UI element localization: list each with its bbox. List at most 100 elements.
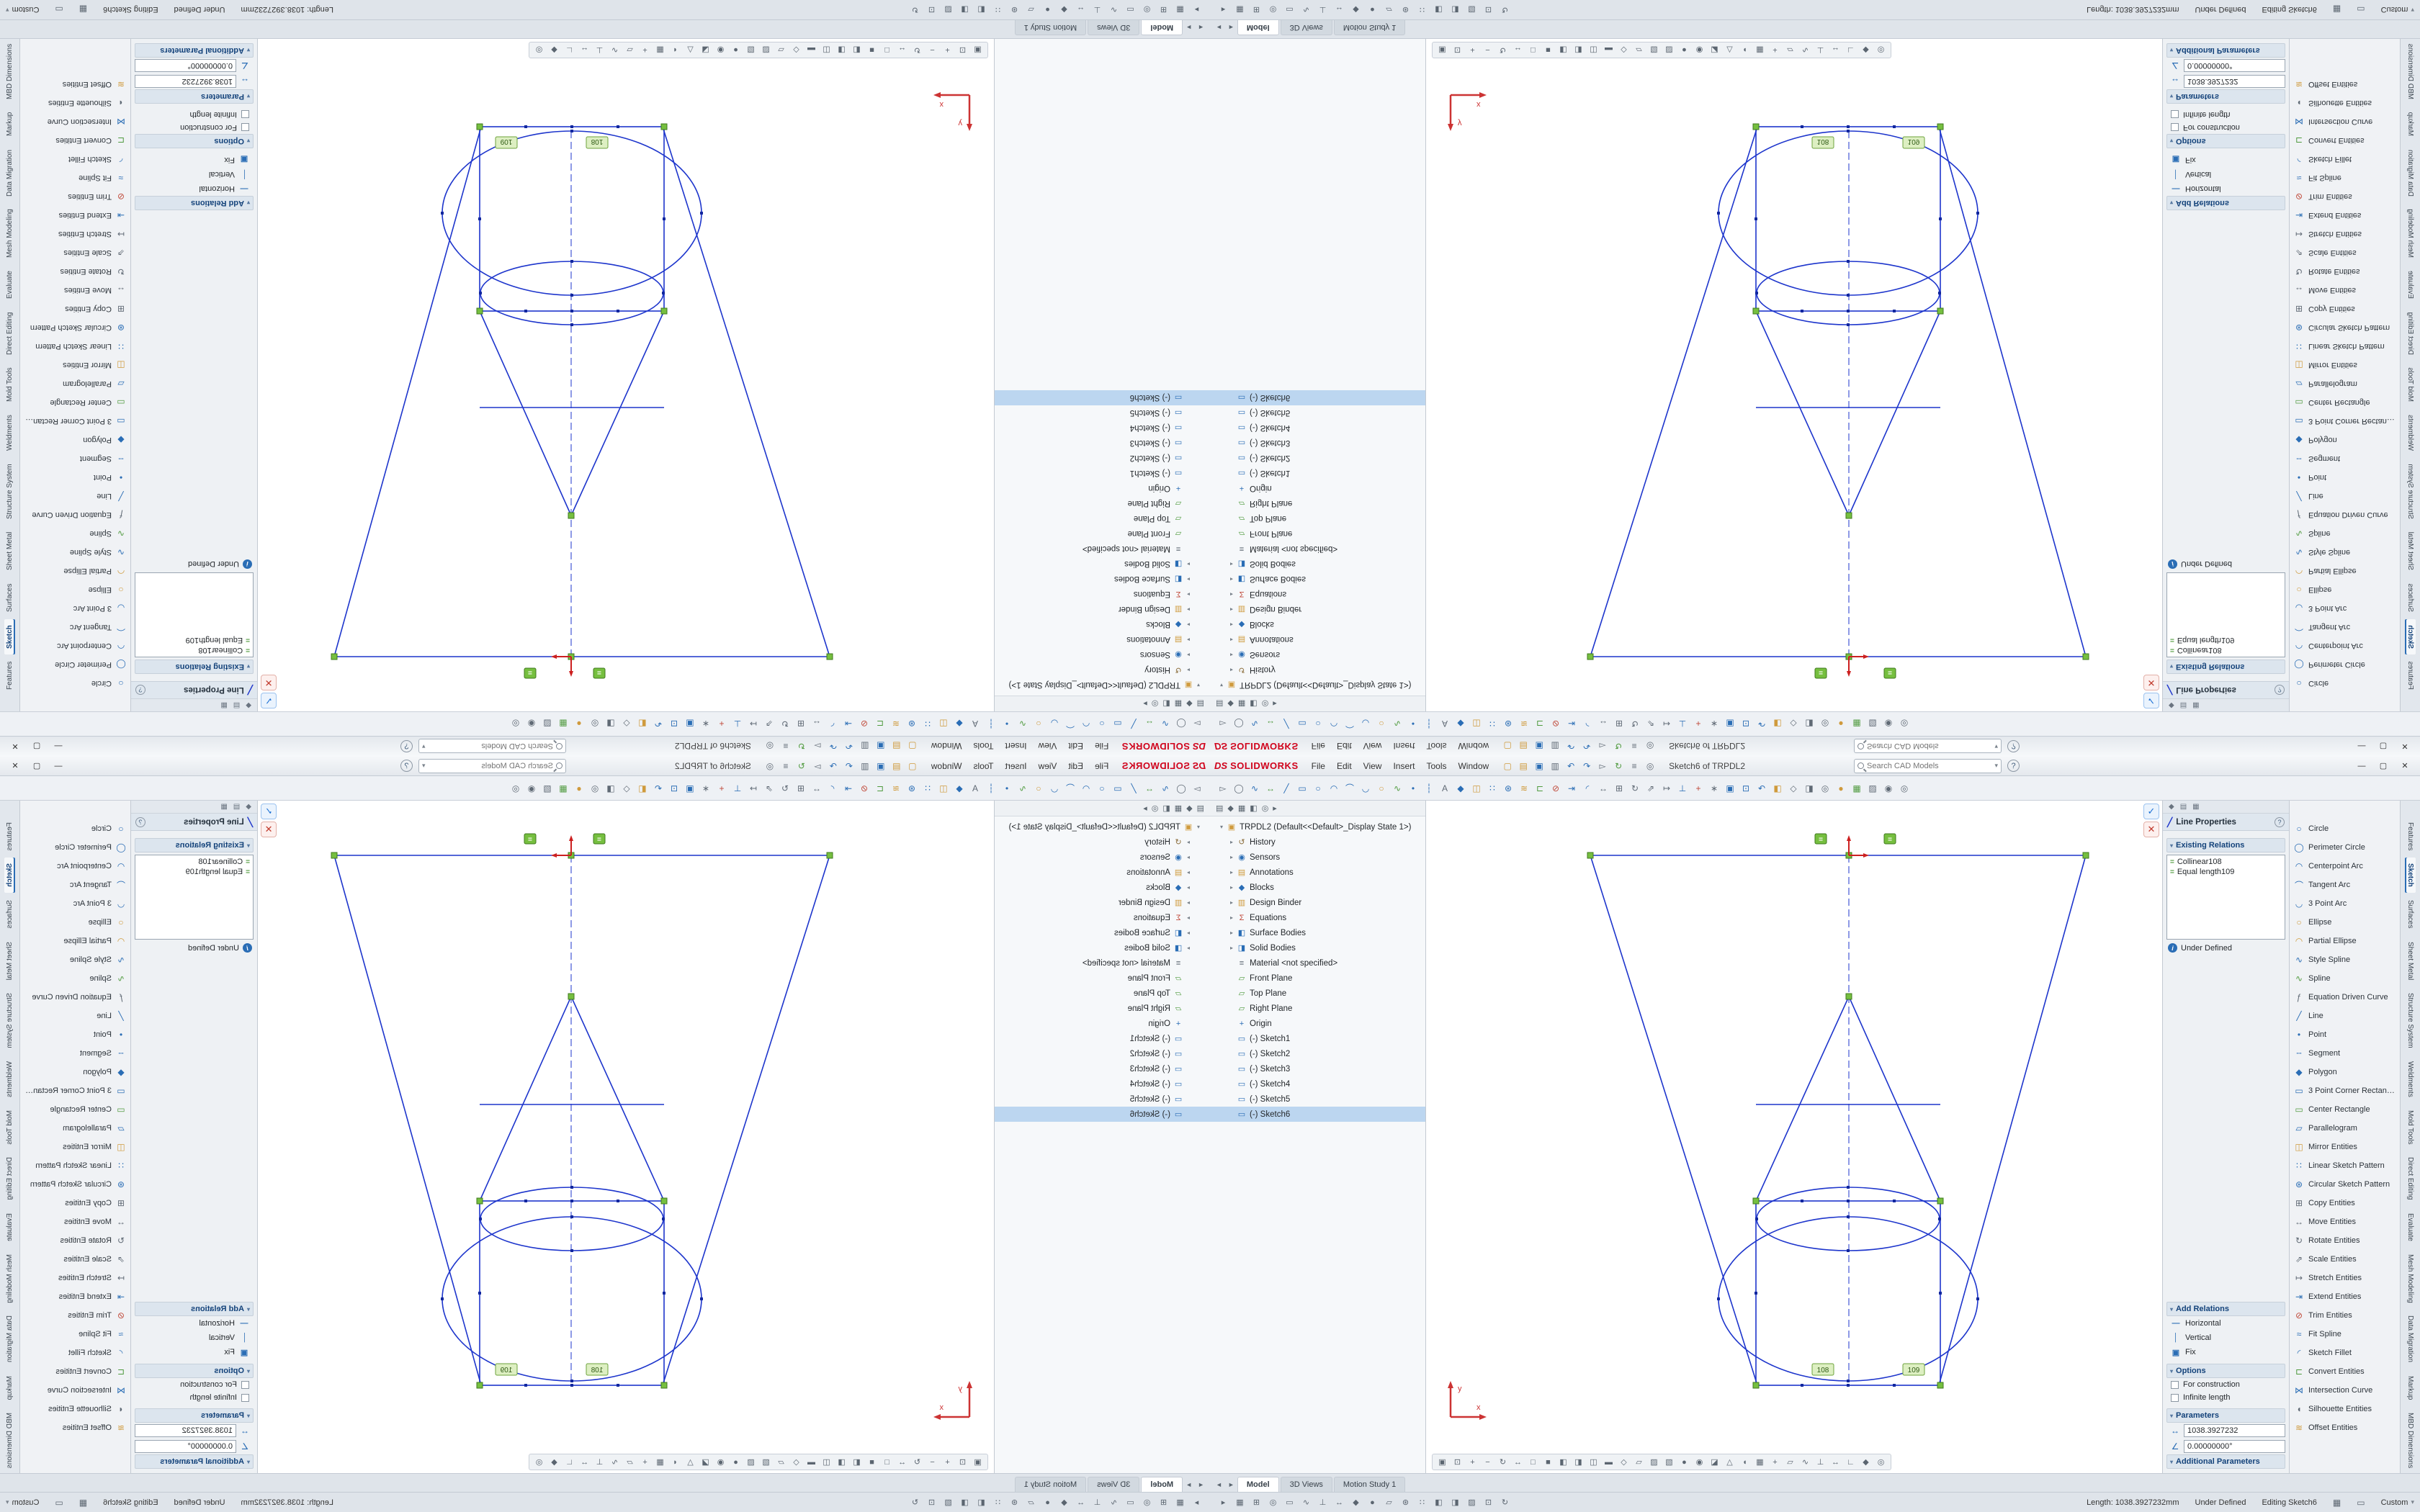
centerpoint-arc-icon[interactable]: ◠ bbox=[1330, 783, 1338, 793]
featuremanager-tab-icon[interactable]: ▤ bbox=[1196, 804, 1204, 813]
option-row[interactable]: Infinite length bbox=[2166, 1391, 2285, 1404]
expander-icon[interactable]: ▾ bbox=[1197, 824, 1201, 830]
pm-tab-icon[interactable]: ▦ bbox=[220, 803, 228, 811]
isometric-view-icon[interactable]: ◇ bbox=[793, 45, 799, 54]
feature-tree-item[interactable]: + Origin bbox=[1210, 1016, 1425, 1031]
mass-properties-icon[interactable]: ◆ bbox=[1863, 1458, 1869, 1467]
command-tab[interactable]: Structure System bbox=[2406, 993, 2414, 1048]
minimize-button[interactable]: — bbox=[2357, 742, 2366, 751]
hide-show-icon[interactable]: ◎ bbox=[591, 783, 599, 793]
help-icon[interactable]: ? bbox=[135, 816, 145, 827]
sketch-tool-item[interactable]: ⋈ Intersection Curve bbox=[2290, 1381, 2400, 1400]
status-icon[interactable]: ▱ bbox=[1028, 1498, 1034, 1507]
top-view-icon[interactable]: ◫ bbox=[1590, 45, 1597, 54]
feature-tree-item[interactable]: + Origin bbox=[995, 481, 1210, 496]
status-icon[interactable]: ◨ bbox=[961, 5, 969, 14]
feature-tree-item[interactable]: + Origin bbox=[1210, 481, 1425, 496]
rotate-entities-icon[interactable]: ↻ bbox=[1631, 719, 1639, 729]
sketch-tool-item[interactable]: ╱ Line bbox=[2290, 1007, 2400, 1025]
file-properties-icon[interactable]: ≡ bbox=[783, 760, 789, 771]
pm-tab-icon[interactable]: ▦ bbox=[2192, 803, 2200, 811]
command-tab[interactable]: Surfaces bbox=[2406, 583, 2414, 612]
corner-rectangle-icon[interactable]: ▭ bbox=[1298, 783, 1307, 793]
add-relation-button[interactable]: ▣ Fix bbox=[2166, 153, 2285, 167]
sketch-triangle[interactable] bbox=[479, 310, 665, 517]
open-document-icon[interactable]: ▤ bbox=[892, 741, 901, 752]
status-icon[interactable]: ∿ bbox=[1110, 1498, 1118, 1507]
sketch-tool-item[interactable]: ⇥ Extend Entities bbox=[20, 206, 130, 225]
save-icon[interactable]: ▣ bbox=[1535, 760, 1543, 771]
status-icon[interactable]: ▱ bbox=[1028, 5, 1034, 14]
feature-tree-item[interactable]: ▭ (-) Sketch3 bbox=[1210, 436, 1425, 451]
sketch-tool-item[interactable]: ◖ Silhouette Entities bbox=[2290, 94, 2400, 112]
line-icon[interactable]: ╱ bbox=[1131, 719, 1137, 729]
sketch-tool-item[interactable]: ◖ Silhouette Entities bbox=[2290, 1400, 2400, 1418]
expander-icon[interactable]: ▸ bbox=[1187, 561, 1191, 567]
status-icon[interactable]: ◨ bbox=[1451, 1498, 1459, 1507]
rotate-entities-icon[interactable]: ↻ bbox=[781, 783, 789, 793]
status-icon[interactable]: ▭ bbox=[1126, 1498, 1134, 1507]
relation-icons[interactable]: = = bbox=[1814, 667, 1896, 679]
command-tab[interactable]: Sketch bbox=[4, 618, 15, 654]
ellipse-icon[interactable]: ○ bbox=[1036, 719, 1041, 729]
sketch-tool-item[interactable]: ⋈ Intersection Curve bbox=[2290, 112, 2400, 131]
trim-entities-icon[interactable]: ⊘ bbox=[860, 783, 869, 793]
display-relations-icon[interactable]: ⊥ bbox=[733, 719, 742, 729]
centerpoint-arc-icon[interactable]: ◠ bbox=[1082, 783, 1090, 793]
parameter-value[interactable]: 1038.3927232 bbox=[2184, 75, 2285, 88]
hidden-lines-visible-icon[interactable]: ▨ bbox=[1650, 1458, 1658, 1467]
sketch-tool-item[interactable]: ◠ Centerpoint Arc bbox=[20, 636, 130, 655]
sketch-rectangle[interactable] bbox=[1755, 126, 1941, 312]
planes-toggle-icon[interactable]: ▱ bbox=[627, 45, 633, 54]
sketch-toggle-icon[interactable]: ∿ bbox=[611, 1458, 619, 1467]
measure-icon[interactable]: ∟ bbox=[1847, 45, 1855, 55]
undo-icon[interactable]: ↶ bbox=[1567, 741, 1575, 752]
sketch-tool-item[interactable]: ◠ Centerpoint Arc bbox=[20, 857, 130, 876]
zoom-fit-icon[interactable]: ▣ bbox=[1438, 45, 1446, 54]
sketch-tool-item[interactable]: • Point bbox=[2290, 1025, 2400, 1044]
expander-icon[interactable]: ▸ bbox=[1187, 621, 1191, 628]
sketch-tool-item[interactable]: ≋ Offset Entities bbox=[2290, 1418, 2400, 1437]
sketch-tool-item[interactable]: ↔ Move Entities bbox=[2290, 1212, 2400, 1231]
sketch-tool-item[interactable]: ◖ Silhouette Entities bbox=[20, 94, 130, 112]
sketch-tool-item[interactable]: ○ Ellipse bbox=[2290, 580, 2400, 599]
apply-scene-icon[interactable]: ▦ bbox=[1852, 719, 1861, 729]
expander-icon[interactable]: ▸ bbox=[1187, 667, 1191, 673]
feature-tree-item[interactable]: ▸ ▤ Annotations bbox=[1210, 865, 1425, 880]
status-icon[interactable]: ⊞ bbox=[1160, 1498, 1168, 1507]
status-icon[interactable]: ▦ bbox=[1236, 5, 1244, 14]
status-icon[interactable]: ↻ bbox=[1501, 1498, 1509, 1507]
status-icon[interactable]: ∷ bbox=[995, 5, 1000, 14]
hidden-lines-visible-icon[interactable]: ▨ bbox=[762, 45, 770, 54]
quick-snaps-icon[interactable]: ∗ bbox=[702, 783, 710, 793]
relation-icons[interactable]: = = bbox=[524, 667, 606, 679]
sketch-tool-item[interactable]: ▭ Center Rectangle bbox=[20, 1100, 130, 1119]
dimensions-toggle-icon[interactable]: ↔ bbox=[581, 45, 588, 55]
zoom-area-icon[interactable]: ⊡ bbox=[959, 45, 967, 54]
status-icon[interactable]: ◧ bbox=[977, 5, 985, 14]
parameter-value[interactable]: 0.00000000° bbox=[135, 59, 236, 72]
tangent-arc-icon[interactable]: ⌒ bbox=[1345, 783, 1354, 793]
document-tab[interactable]: Model bbox=[1237, 20, 1279, 35]
origin-toggle-icon[interactable]: + bbox=[642, 1457, 647, 1467]
status-icon[interactable]: ▸ bbox=[1221, 1498, 1226, 1507]
extend-entities-icon[interactable]: ⇥ bbox=[844, 719, 853, 729]
sketch-tool-item[interactable]: ↔ Move Entities bbox=[2290, 281, 2400, 300]
select-icon[interactable]: ▻ bbox=[1193, 783, 1201, 793]
display-style-icon[interactable]: ◨ bbox=[1805, 783, 1814, 793]
displaymanager-tab-icon[interactable]: ◎ bbox=[1261, 804, 1269, 813]
convert-entities-icon[interactable]: ⊏ bbox=[876, 719, 884, 729]
sketch-tool-item[interactable]: ∿ Spline bbox=[20, 969, 130, 988]
sketch-tool-item[interactable]: ◡ 3 Point Arc bbox=[2290, 894, 2400, 913]
expander-icon[interactable]: ▸ bbox=[1229, 854, 1233, 860]
additional-parameters-header[interactable]: Additional Parameters bbox=[135, 43, 254, 58]
tab-scroll-left-icon[interactable]: ◄ bbox=[1198, 24, 1204, 31]
maximize-button[interactable]: ▢ bbox=[32, 762, 41, 770]
feature-tree-item[interactable]: ▱ Right Plane bbox=[1210, 496, 1425, 511]
sketch-tool-item[interactable]: ◜ Sketch Fillet bbox=[20, 1344, 130, 1362]
tab-scroll-right-icon[interactable]: ► bbox=[1227, 1481, 1234, 1488]
perspective-icon[interactable]: △ bbox=[687, 1458, 694, 1467]
menu-item[interactable]: Window bbox=[931, 741, 962, 752]
sketch-tool-item[interactable]: ▭ 3 Point Corner Rectangle bbox=[2290, 1081, 2400, 1100]
sketch-tool-item[interactable]: ◜ Sketch Fillet bbox=[20, 150, 130, 168]
